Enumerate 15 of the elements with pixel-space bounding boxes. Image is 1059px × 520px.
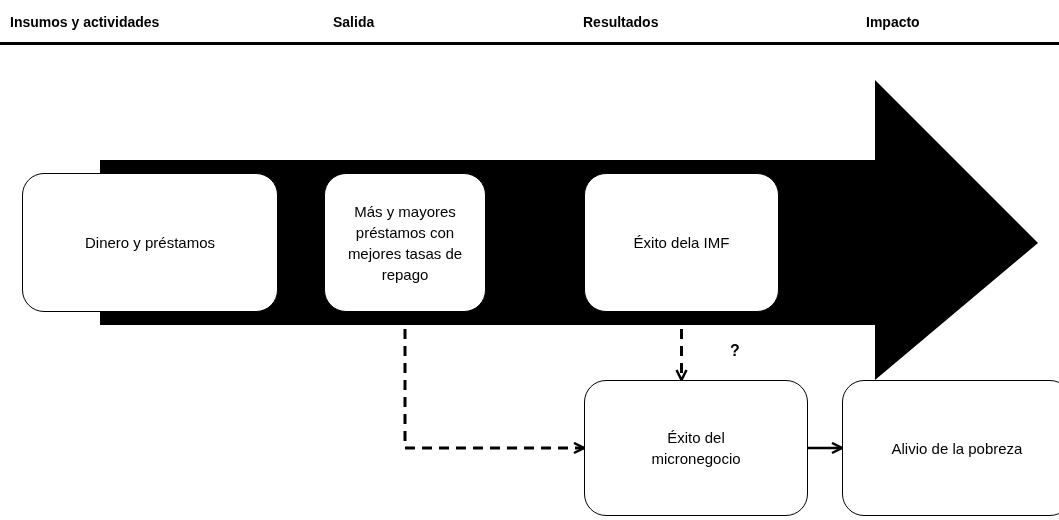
column-header: Impacto — [866, 14, 920, 30]
box-text: Éxito dela IMF — [633, 233, 730, 253]
rounded-box — [324, 173, 486, 312]
box-text: Éxito del micronegocio — [650, 428, 742, 469]
box-text: Alivio de la pobreza — [891, 438, 1023, 459]
box-text: Dinero y préstamos — [84, 233, 216, 253]
rounded-box — [842, 380, 1059, 516]
column-header: Salida — [333, 14, 375, 30]
rounded-box — [22, 173, 278, 312]
column-header: Insumos y actividades — [10, 14, 160, 30]
rounded-box — [584, 173, 779, 312]
rounded-box — [584, 380, 808, 516]
arrow — [808, 441, 844, 455]
box-text: Más y mayores préstamos con mejores tasas de repago — [346, 201, 464, 285]
column-header: Resultados — [583, 14, 659, 30]
